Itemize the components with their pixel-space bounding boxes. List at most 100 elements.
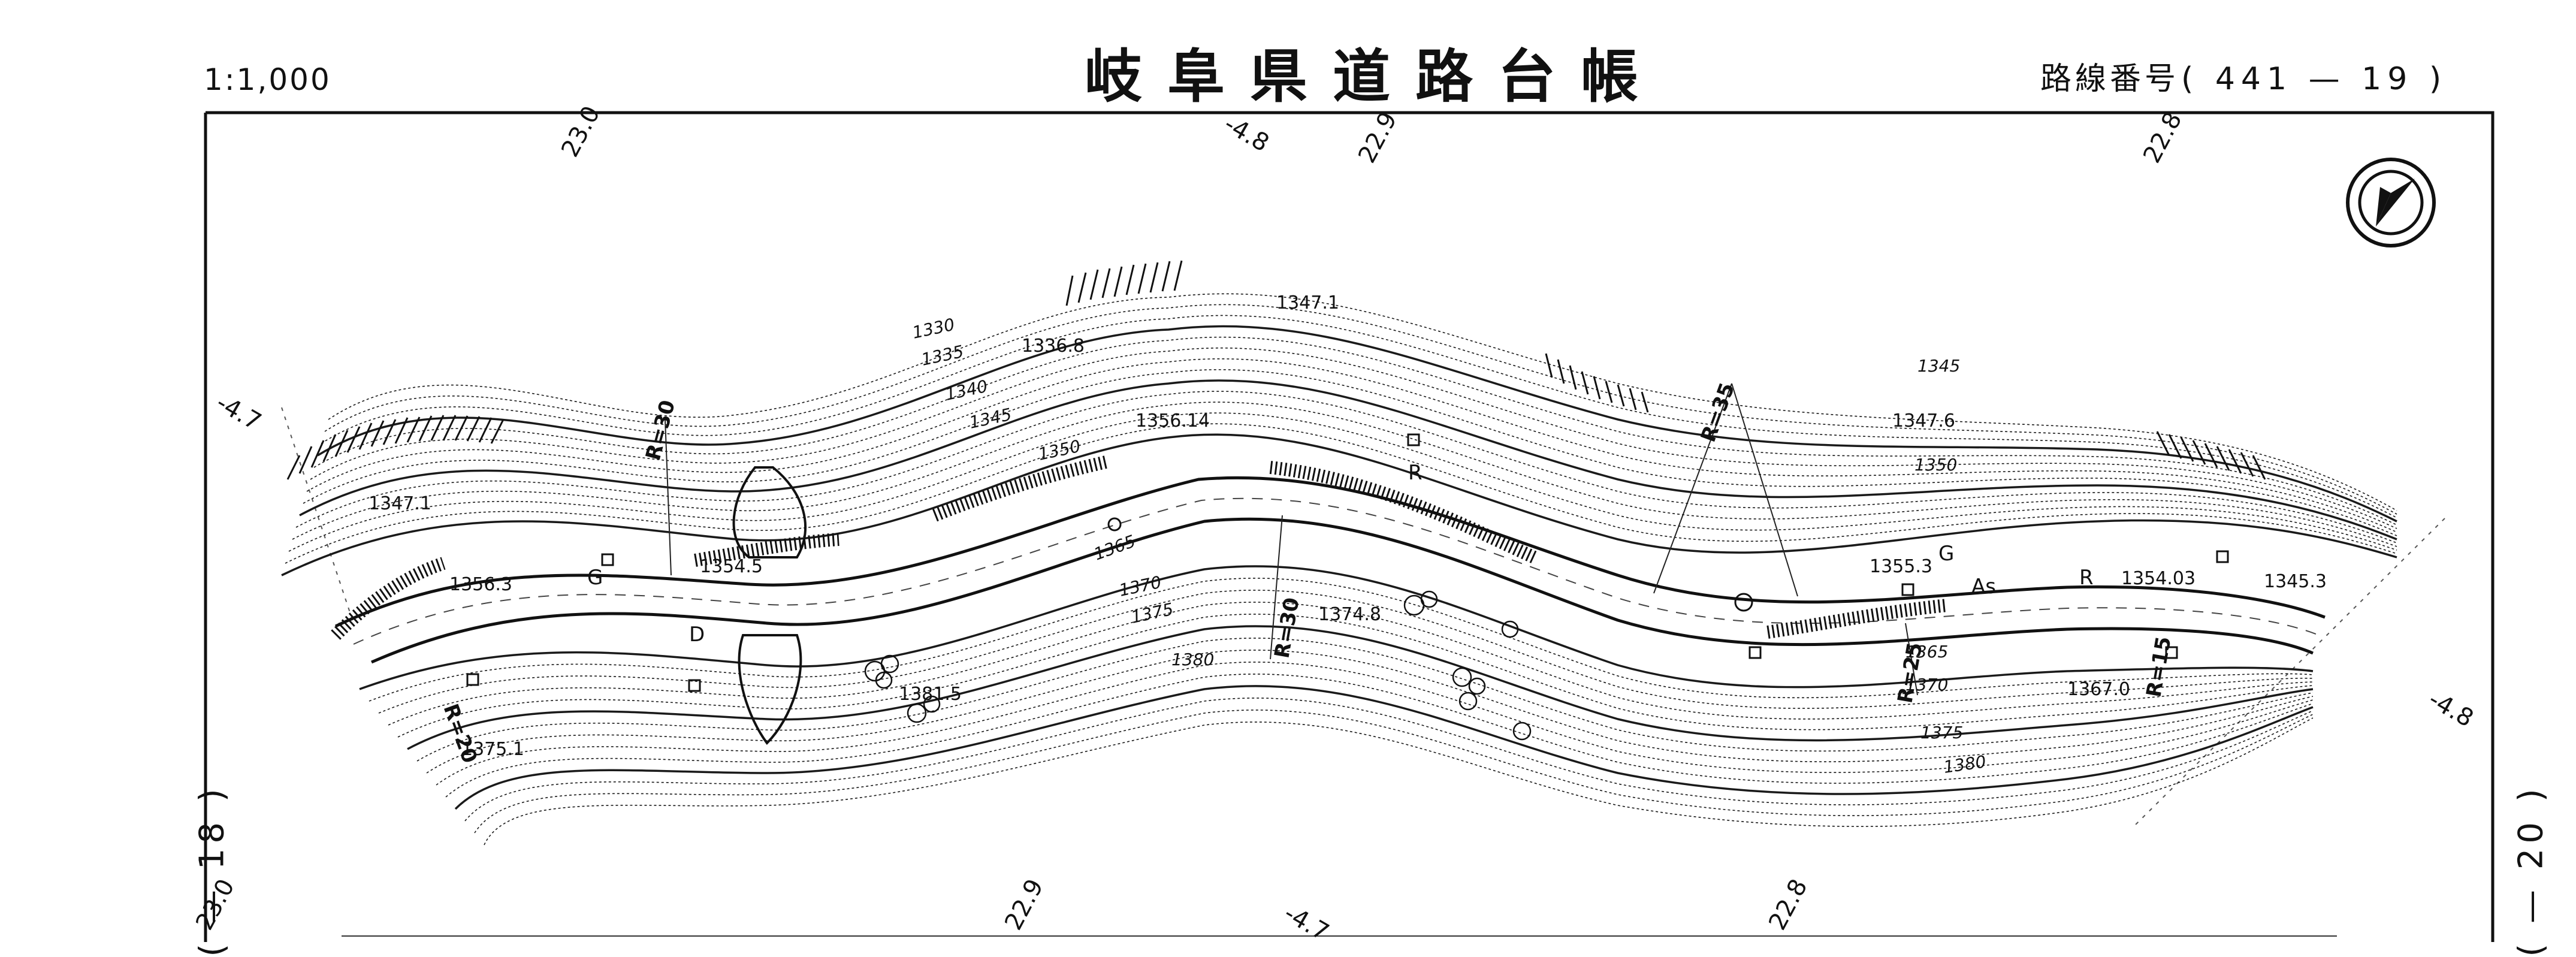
contour-line <box>426 650 2314 774</box>
route-number-label: 路線番号 <box>2040 61 2180 97</box>
road-mark: G <box>587 566 603 590</box>
contour-label: 1375 <box>1130 599 1176 627</box>
contour-line <box>313 336 2397 526</box>
map-frame <box>204 111 2495 942</box>
contour-label: 1350 <box>1914 455 1957 475</box>
retaining-wall-4 <box>331 557 446 640</box>
contour-line <box>324 304 2397 515</box>
contour-line <box>288 412 2397 552</box>
survey-markers <box>466 433 2229 692</box>
contour-label: 1370 <box>1118 572 1164 600</box>
frame-coord-bottom-1: 23.0 <box>191 874 240 934</box>
contour-line <box>310 348 2397 529</box>
contour-line <box>407 625 2314 750</box>
contour-line <box>464 698 2314 822</box>
contour-labels: 1330 1335 1340 1345 1350 1365 1370 1375 … <box>911 315 1988 777</box>
elevation-label: 1374.8 <box>1318 604 1381 625</box>
cliff-hachures <box>286 260 2266 480</box>
contour-line <box>378 590 2314 714</box>
contour-line <box>359 565 2314 690</box>
route-number-value: ( 441 — 19 ) <box>2181 61 2448 97</box>
road-edge-south <box>370 517 2314 664</box>
map-title: 岐阜県道路台帳 <box>1085 43 1663 110</box>
tree-symbols <box>864 590 1532 741</box>
frame-coord-top-2: -4.8 <box>1219 110 1274 158</box>
elevation-label: 1375.1 <box>461 739 524 760</box>
road-centerline <box>353 497 2320 645</box>
contour-line <box>416 638 2314 762</box>
elevation-label: 1355.3 <box>1870 556 1932 577</box>
contour-line <box>317 325 2397 523</box>
radius-label: R=25 <box>1893 641 1927 705</box>
radius-label: R=30 <box>641 397 680 463</box>
contour-line <box>474 710 2314 834</box>
drainage-fan-north <box>732 466 807 558</box>
contour-line <box>285 423 2397 564</box>
retaining-wall-1 <box>932 455 1110 522</box>
elevation-label: 1336.8 <box>1022 336 1085 357</box>
frame-coord-top-1: 23.0 <box>556 101 605 161</box>
road-mark: D <box>689 623 705 647</box>
contour-label: 1370 <box>1905 675 1948 695</box>
map-scale: 1:1,000 <box>204 62 331 97</box>
contour-label: 1375 <box>1920 723 1963 742</box>
elevation-label: 1356.3 <box>449 574 512 595</box>
retaining-wall-5 <box>694 533 839 567</box>
contour-label: 1345 <box>968 404 1014 433</box>
contour-label: 1340 <box>944 376 990 404</box>
contour-line <box>328 293 2397 511</box>
retaining-wall-3 <box>1766 599 1949 639</box>
contour-line <box>445 674 2314 798</box>
contour-line <box>454 685 2314 810</box>
radius-label: R=35 <box>1696 380 1740 446</box>
radius-label: R=15 <box>2142 635 2176 699</box>
frame-coord-bottom-4: 22.8 <box>1763 874 1813 934</box>
road-mark-labels: G G As D R R <box>587 461 2094 647</box>
contour-label: 1380 <box>1171 650 1214 669</box>
contour-line <box>295 391 2397 544</box>
contour-line <box>397 614 2314 738</box>
elevation-label: 1345.3 <box>2264 571 2327 592</box>
retaining-wall-2 <box>1269 461 1537 564</box>
contour-line <box>303 369 2397 536</box>
elevation-labels: 1336.8 1347.1 1347.1 1356.14 1354.5 1355… <box>369 292 2327 760</box>
elevation-label: 1356.14 <box>1136 410 1210 431</box>
contour-label: 1380 <box>1942 751 1987 777</box>
elevation-label: 1347.1 <box>1276 292 1339 313</box>
drainage-fan-south <box>738 634 802 745</box>
road-mark: As <box>1971 575 1996 599</box>
frame-coord-left: -4.7 <box>212 389 266 436</box>
contour-line <box>306 358 2397 533</box>
elevation-label: 1354.5 <box>700 556 763 577</box>
contour-line <box>292 401 2397 547</box>
frame-coord-right: -4.8 <box>2424 686 2478 733</box>
contour-label: 1365 <box>1091 531 1138 564</box>
elevation-label: 1354.03 <box>2121 568 2196 589</box>
contour-label: 1365 <box>1905 642 1948 662</box>
radius-leaders <box>665 383 1918 696</box>
contour-line <box>388 602 2314 726</box>
elevation-label: 1347.1 <box>369 493 431 514</box>
contour-lines <box>281 293 2397 846</box>
road-mark: R <box>1408 461 1423 485</box>
road <box>331 455 2326 745</box>
contour-line <box>369 578 2314 702</box>
road-mark: G <box>1938 542 1954 566</box>
contour-label: 1335 <box>920 342 966 370</box>
elevation-label: 1381.5 <box>899 684 962 705</box>
frame-coord-bottom-2: 22.9 <box>999 874 1049 934</box>
contour-label: 1345 <box>1917 356 1960 376</box>
elevation-label: 1367.0 <box>2067 679 2130 700</box>
frame-coord-top-4: 22.8 <box>2138 107 2187 167</box>
contour-label: 1350 <box>1037 436 1083 464</box>
road-mark: R <box>2079 566 2094 590</box>
contour-label: 1330 <box>911 315 957 343</box>
contour-line <box>484 717 2314 846</box>
contour-line <box>299 379 2397 541</box>
elevation-label: 1347.6 <box>1892 410 1955 431</box>
contour-line <box>281 433 2397 576</box>
road-edge-north <box>334 476 2326 628</box>
frame-coord-top-3: 22.9 <box>1353 107 1402 167</box>
contour-line <box>436 662 2314 786</box>
